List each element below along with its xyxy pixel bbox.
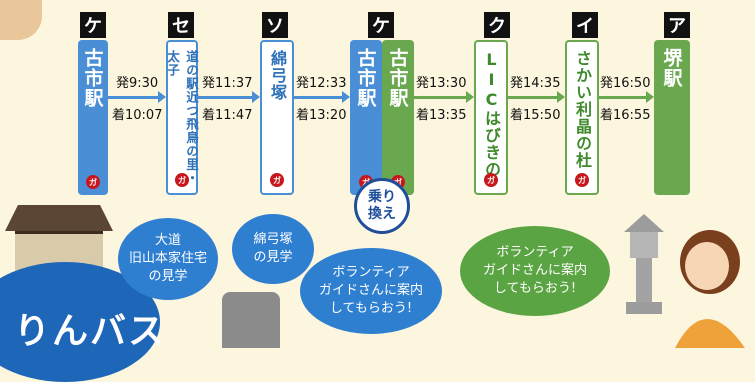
speech-bubble: ボランティア ガイドさんに案内 してもらおう! xyxy=(460,226,610,316)
station-lic-habikino: LICはびきの ガ xyxy=(474,40,508,195)
guide-icon: ガ xyxy=(270,173,284,187)
bubble-line: ボランティア xyxy=(332,265,410,280)
arrive-time: 着13:20 xyxy=(296,108,347,123)
route-arrowhead xyxy=(646,91,654,103)
station-name: 道の駅近つ飛鳥の里・太子 xyxy=(165,50,199,185)
arrive-time: 着16:55 xyxy=(600,108,651,123)
depart-time: 発16:50 xyxy=(600,76,651,91)
station-name: 古市駅 xyxy=(81,48,104,108)
station-name: 古市駅 xyxy=(386,48,409,108)
bubble-line: 綿弓塚 xyxy=(253,232,293,247)
girl-illustration xyxy=(675,230,745,348)
speech-bubble: 大道 旧山本家住宅 の見学 xyxy=(118,218,218,300)
arrive-time: 着15:50 xyxy=(510,108,561,123)
guide-icon: ガ xyxy=(484,173,498,187)
route-arrowhead xyxy=(466,91,474,103)
decor-figure-top-left xyxy=(0,0,42,40)
station-sakai: 堺駅 xyxy=(654,40,690,195)
depart-time: 発11:37 xyxy=(202,76,253,91)
route-arrowhead xyxy=(158,91,166,103)
depart-time: 発13:30 xyxy=(416,76,467,91)
route-arrow xyxy=(508,96,557,99)
route-arrow xyxy=(108,96,158,99)
route-arrowhead xyxy=(557,91,565,103)
station-name: LICはびきの xyxy=(482,50,501,178)
station-name: 綿弓塚 xyxy=(268,50,287,101)
route-arrow xyxy=(294,96,342,99)
guide-icon: ガ xyxy=(575,173,589,187)
station-wataguzuka: 綿弓塚 ガ xyxy=(260,40,294,195)
stop-letter: ケ xyxy=(368,12,394,38)
route-arrowhead xyxy=(252,91,260,103)
route-arrow xyxy=(599,96,646,99)
bubble-line: してもらおう! xyxy=(329,301,413,316)
stone-lantern-illustration xyxy=(624,214,664,314)
bubble-line: ボランティア xyxy=(496,245,574,260)
bus-word: りんバス xyxy=(14,311,167,352)
transfer-line: 換え xyxy=(368,206,396,222)
station-furuichi: 古市駅 ガ xyxy=(78,40,108,195)
station-sakai-rishonomori: さかい利晶の杜 ガ xyxy=(565,40,599,195)
route-arrowhead xyxy=(342,91,350,103)
bubble-line: の見学 xyxy=(148,269,188,284)
guide-icon: ガ xyxy=(175,173,189,187)
stop-letter: ソ xyxy=(262,12,288,38)
bubble-line: ガイドさんに案内 xyxy=(482,263,587,278)
arrive-time: 着11:47 xyxy=(202,108,253,123)
route-arrow xyxy=(414,96,466,99)
transfer-line: 乗り xyxy=(368,189,396,205)
bubble-line: の見学 xyxy=(253,250,293,265)
depart-time: 発9:30 xyxy=(116,76,159,91)
bubble-line: 大道 xyxy=(154,233,181,248)
station-name: 古市駅 xyxy=(354,48,377,108)
speech-bubble: ボランティア ガイドさんに案内 してもらおう! xyxy=(300,248,442,334)
station-chikatsu-asuka: 道の駅近つ飛鳥の里・太子 ガ xyxy=(165,40,199,195)
transfer-badge: 乗り 換え xyxy=(354,178,410,234)
station-name: 堺駅 xyxy=(660,48,683,88)
bubble-line: ガイドさんに案内 xyxy=(318,283,423,298)
stone-monument-illustration xyxy=(222,292,280,348)
depart-time: 発14:35 xyxy=(510,76,561,91)
speech-bubble: 綿弓塚 の見学 xyxy=(232,214,314,284)
station-name: さかい利晶の杜 xyxy=(573,50,592,169)
stop-letter: セ xyxy=(168,12,194,38)
station-furuichi-depart: 古市駅 ガ xyxy=(382,40,414,195)
bubble-line: してもらおう! xyxy=(493,281,577,296)
stop-letter: ケ xyxy=(80,12,106,38)
arrive-time: 着10:07 xyxy=(112,108,163,123)
stop-letter: ア xyxy=(664,12,690,38)
arrive-time: 着13:35 xyxy=(416,108,467,123)
bubble-line: 旧山本家住宅 xyxy=(128,251,207,266)
station-furuichi-arrive: 古市駅 ガ xyxy=(350,40,382,195)
route-arrow xyxy=(198,96,252,99)
stop-letter: ク xyxy=(484,12,510,38)
stop-letter: イ xyxy=(572,12,598,38)
guide-icon: ガ xyxy=(86,175,100,189)
depart-time: 発12:33 xyxy=(296,76,347,91)
